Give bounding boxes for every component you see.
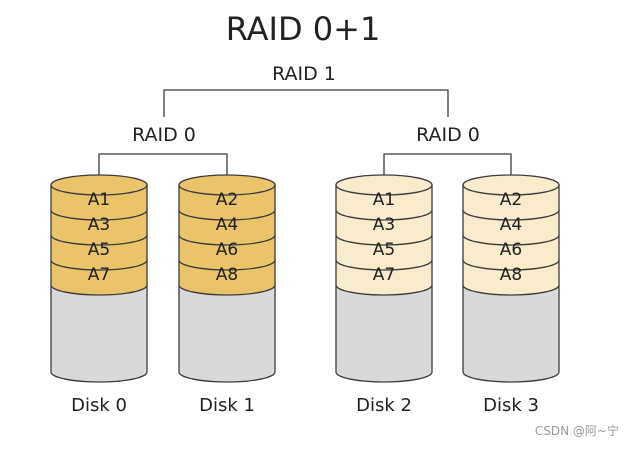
disk-block-label: A6 (216, 240, 238, 260)
disk-block-label: A5 (373, 240, 395, 260)
disk-name-label: Disk 2 (356, 395, 412, 416)
disk-empty-space (50, 284, 148, 383)
disk-block-label: A6 (500, 240, 522, 260)
disk-block-label: A2 (216, 190, 238, 210)
raid0-connector-right (383, 153, 512, 177)
diagram-title: RAID 0+1 (226, 10, 381, 48)
disk-block-label: A4 (500, 215, 522, 235)
disk-name-label: Disk 3 (483, 395, 539, 416)
disk-name-label: Disk 1 (199, 395, 255, 416)
disk-block-label: A1 (373, 190, 395, 210)
disk-block-label: A7 (88, 265, 110, 285)
disk-block-label: A1 (88, 190, 110, 210)
raid0-label-left: RAID 0 (132, 124, 196, 146)
disk-block-label: A2 (500, 190, 522, 210)
disk-top (462, 174, 560, 196)
disk-block-label: A5 (88, 240, 110, 260)
disk-block-label: A3 (373, 215, 395, 235)
disk-block-label: A3 (88, 215, 110, 235)
raid0-connector-left (98, 153, 228, 177)
disk-top (335, 174, 433, 196)
disk-empty-space (462, 284, 560, 383)
disk-block-label: A4 (216, 215, 238, 235)
disk-block-label: A8 (216, 265, 238, 285)
raid1-connector (163, 89, 449, 117)
disk-top (178, 174, 276, 196)
disk-block-label: A7 (373, 265, 395, 285)
raid0-label-right: RAID 0 (416, 124, 480, 146)
disk-empty-space (335, 284, 433, 383)
disk-top (50, 174, 148, 196)
csdn-watermark: CSDN @阿~宁 (534, 424, 619, 438)
disk-empty-space (178, 284, 276, 383)
raid1-label: RAID 1 (272, 63, 336, 85)
disk-block-label: A8 (500, 265, 522, 285)
disk-name-label: Disk 0 (71, 395, 127, 416)
